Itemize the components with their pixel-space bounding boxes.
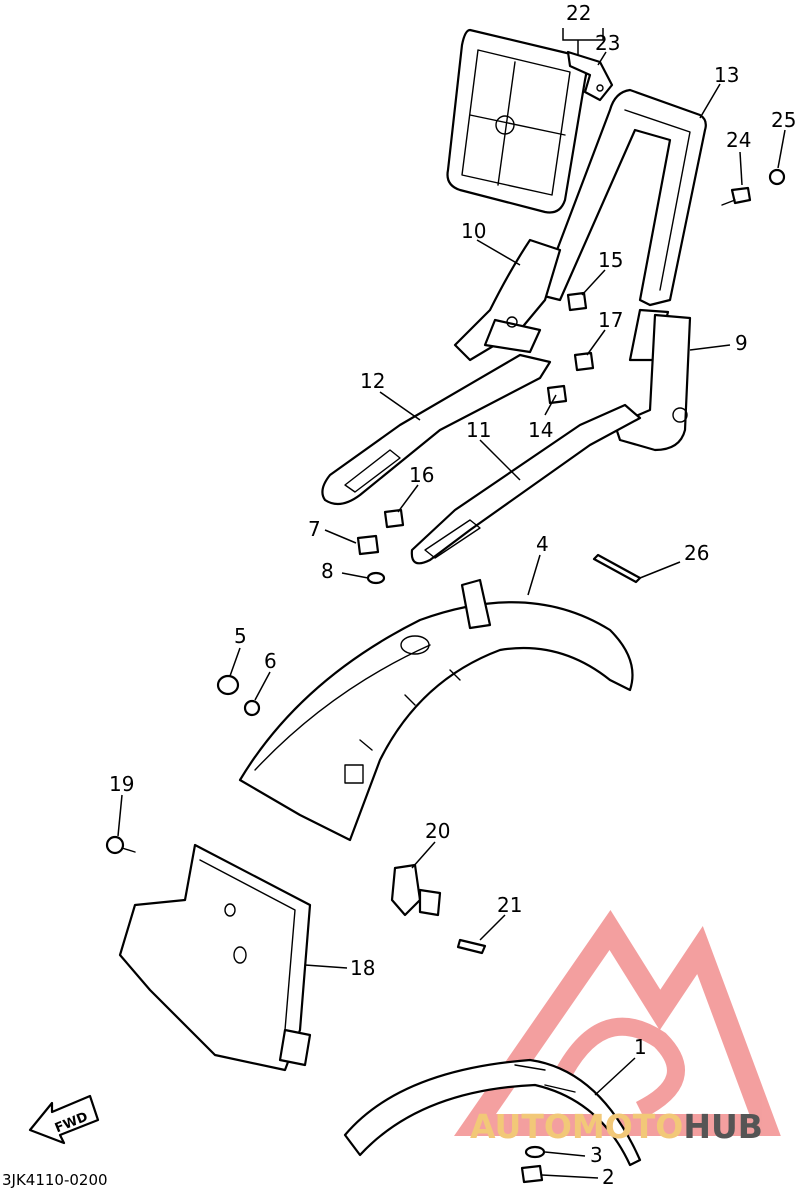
callout-13: 13: [714, 63, 739, 87]
watermark-text: AUTOMOTOHUB: [470, 1107, 763, 1146]
watermark-part-1: AUTO: [470, 1107, 572, 1146]
callout-4: 4: [536, 532, 549, 556]
callout-14: 14: [528, 418, 553, 442]
part-22-backrest-pad: [446, 28, 588, 214]
watermark-part-2: MOTO: [572, 1107, 683, 1146]
watermark-part-3: HUB: [683, 1107, 763, 1146]
callout-1: 1: [634, 1035, 647, 1059]
callout-9: 9: [735, 331, 748, 355]
part-18-flap: [118, 843, 312, 1072]
callout-11: 11: [466, 418, 491, 442]
part-11-right-rail: [410, 403, 642, 565]
callout-5: 5: [234, 624, 247, 648]
part-10-left-plate: [453, 238, 562, 362]
callout-6: 6: [264, 649, 277, 673]
part-26-label: [592, 553, 642, 584]
callout-3: 3: [590, 1143, 603, 1167]
callout-24: 24: [726, 128, 751, 152]
callout-16: 16: [409, 463, 434, 487]
callout-10: 10: [461, 219, 486, 243]
hardware-fasteners: [105, 168, 786, 1184]
watermark-logo: [454, 909, 781, 1136]
callout-15: 15: [598, 248, 623, 272]
part-1-front-fender: [343, 1058, 642, 1167]
part-4-rear-fender: [238, 578, 634, 842]
part-12-left-rail: [321, 353, 552, 506]
callout-labels: 22 23 13 24 25 10 15 17 9 12 14 11 16 7 …: [109, 1, 796, 1189]
leader-lines: [117, 28, 786, 1179]
callout-25: 25: [771, 108, 796, 132]
diagram-code: 3JK4110-0200: [2, 1171, 108, 1189]
callout-7: 7: [308, 517, 321, 541]
callout-19: 19: [109, 772, 134, 796]
callout-23: 23: [595, 31, 620, 55]
part-20-reflector: [390, 863, 442, 917]
callout-18: 18: [350, 956, 375, 980]
callout-2: 2: [602, 1165, 615, 1189]
part-9-right-plate: [613, 313, 692, 452]
fwd-arrow-icon: FWD: [28, 1094, 100, 1145]
callout-17: 17: [598, 308, 623, 332]
callout-26: 26: [684, 541, 709, 565]
callout-21: 21: [497, 893, 522, 917]
callout-20: 20: [425, 819, 450, 843]
callout-12: 12: [360, 369, 385, 393]
callout-8: 8: [321, 559, 334, 583]
part-23-bracket: [566, 50, 614, 102]
callout-22: 22: [566, 1, 591, 25]
